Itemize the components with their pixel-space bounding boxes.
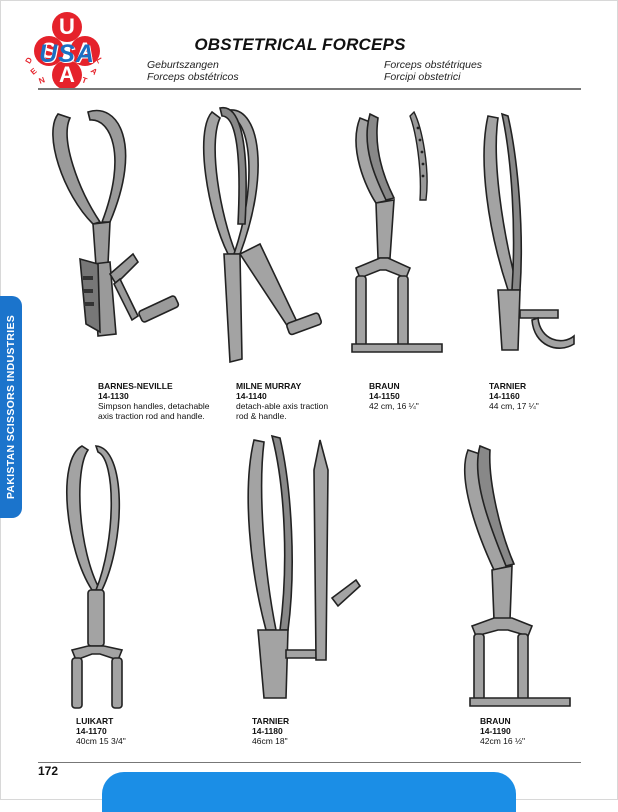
header-divider: [38, 88, 581, 90]
product-code: 14-1140: [236, 391, 267, 401]
logo-dental-letter: D: [23, 55, 35, 66]
product-code: 14-1170: [76, 726, 107, 736]
tarnier-14-1180-forceps-illustration: [247, 434, 362, 699]
page-title: OBSTETRICAL FORCEPS: [194, 35, 406, 54]
product-code: 14-1190: [480, 726, 511, 736]
subtitle-spanish: Forceps obstétricos: [147, 71, 239, 83]
product-name: TARNIER: [489, 381, 527, 391]
product-code: 14-1150: [369, 391, 400, 401]
tarnier-14-1160-forceps-illustration: [483, 112, 575, 351]
logo-letter: S: [41, 38, 57, 63]
braun-14-1190-forceps-illustration: [463, 444, 571, 707]
product-code: 14-1130: [98, 391, 129, 401]
product-caption-braun-1150: BRAUN 14-1150 42 cm, 16 ¼": [369, 381, 419, 411]
product-caption-tarnier-1160: TARNIER 14-1160 44 cm, 17 ¼": [489, 381, 539, 411]
product-desc: Simpson handles, detachable: [98, 401, 210, 411]
product-desc: 46cm 18": [252, 736, 288, 746]
side-tab: PAKISTAN SCISSORS INDUSTRIES: [0, 296, 22, 518]
product-name: BRAUN: [369, 381, 400, 391]
side-tab-label: PAKISTAN SCISSORS INDUSTRIES: [5, 314, 17, 500]
product-desc: 42cm 16 ½": [480, 736, 526, 746]
product-desc: axis traction rod and handle.: [98, 411, 205, 421]
footer-divider: [38, 762, 581, 763]
product-caption-tarnier-1180: TARNIER 14-1180 46cm 18": [252, 716, 289, 746]
product-name: BARNES-NEVILLE: [98, 381, 173, 391]
product-caption-milne-murray: MILNE MURRAY 14-1140 detach-able axis tr…: [236, 381, 328, 421]
logo-word: USA: [39, 40, 95, 68]
product-code: 14-1160: [489, 391, 520, 401]
subtitle-french: Forceps obstétriques: [384, 59, 483, 71]
product-name: TARNIER: [252, 716, 290, 726]
product-caption-luikart: LUIKART 14-1170 40cm 15 3/4": [76, 716, 126, 746]
product-name: LUIKART: [76, 716, 114, 726]
product-desc: 42 cm, 16 ¼": [369, 401, 419, 411]
product-desc: rod & handle.: [236, 411, 287, 421]
braun-14-1150-forceps-illustration: [351, 110, 443, 353]
product-desc: 44 cm, 17 ¼": [489, 401, 539, 411]
usa-dental-logo: U S A A USA D E N T A L: [22, 12, 112, 102]
logo-letter: A: [77, 38, 93, 63]
logo-letter: U: [59, 14, 75, 39]
subtitle-german: Geburtszangen: [147, 59, 219, 71]
footer-band: [102, 772, 516, 812]
product-name: BRAUN: [480, 716, 511, 726]
page-number: 172: [38, 764, 59, 778]
product-name: MILNE MURRAY: [236, 381, 302, 391]
luikart-forceps-illustration: [66, 445, 124, 709]
logo-ball-a: A: [70, 36, 100, 66]
milne-murray-forceps-illustration: [202, 106, 323, 364]
subtitle-italian: Forcipi obstetrici: [384, 71, 461, 83]
product-desc: detach-able axis traction: [236, 401, 329, 411]
product-caption-barnes-neville: BARNES-NEVILLE 14-1130 Simpson handles, …: [98, 381, 210, 421]
logo-letter: A: [59, 62, 75, 87]
product-caption-braun-1190: BRAUN 14-1190 42cm 16 ½": [480, 716, 525, 746]
logo-dental-letter: N: [37, 75, 47, 86]
product-code: 14-1180: [252, 726, 283, 736]
logo-ball-a-lower: A: [52, 60, 82, 90]
product-desc: 40cm 15 3/4": [76, 736, 126, 746]
barnes-neville-forceps-illustration: [52, 109, 180, 337]
